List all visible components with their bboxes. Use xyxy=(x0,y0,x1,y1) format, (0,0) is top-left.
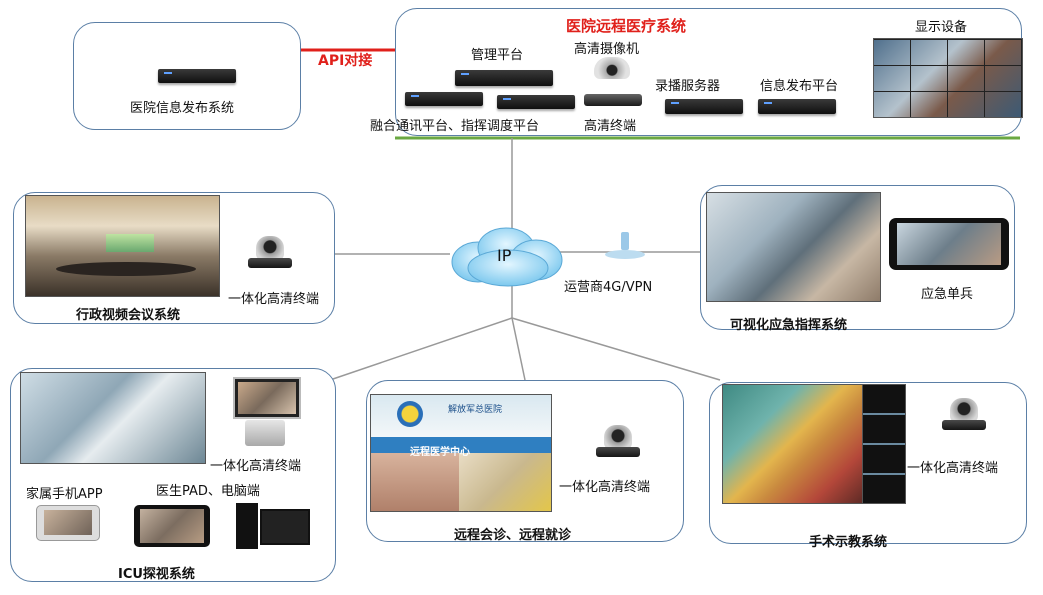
recording-server-label: 录播服务器 xyxy=(655,79,721,94)
doctor-pad-icon xyxy=(134,505,210,547)
doctor-pad-label: 医生PAD、电脑端 xyxy=(156,484,260,499)
surgery-image xyxy=(722,384,864,504)
hd-terminal-icon xyxy=(584,94,642,106)
fusion-platform-label: 融合通讯平台、指挥调度平台 xyxy=(370,119,540,134)
display-wall-image xyxy=(873,38,1023,118)
hospital-system-title: 医院远程医疗系统 xyxy=(566,17,687,35)
display-device-label: 显示设备 xyxy=(915,20,968,35)
icu-title: ICU探视系统 xyxy=(118,567,195,582)
surgery-demo-title: 手术示教系统 xyxy=(809,535,888,550)
family-app-label: 家属手机APP xyxy=(26,487,103,502)
hd-camera-icon xyxy=(594,57,630,79)
remote-consult-banner-top: 解放军总医院 xyxy=(448,405,503,415)
info-release-platform-icon xyxy=(758,99,836,114)
info-release-platform-label: 信息发布平台 xyxy=(760,79,839,94)
icu-terminal-label: 一体化高清终端 xyxy=(210,459,302,474)
api-label: API对接 xyxy=(318,53,373,69)
doctor-pc-icon xyxy=(236,503,310,553)
carrier-network-icon xyxy=(603,232,647,260)
fusion-server-icon-1 xyxy=(405,92,483,106)
recording-server-icon xyxy=(665,99,743,114)
carrier-label: 运营商4G/VPN xyxy=(564,280,653,295)
remote-consult-terminal-label: 一体化高清终端 xyxy=(559,480,651,495)
ip-label: IP xyxy=(497,246,512,265)
surgery-terminal-label: 一体化高清终端 xyxy=(907,461,999,476)
family-phone-icon xyxy=(36,505,100,541)
icu-ward-image xyxy=(20,372,206,464)
remote-consult-image xyxy=(370,394,552,512)
emergency-phone-image xyxy=(889,218,1009,270)
server-icon xyxy=(158,69,236,83)
info-release-system-label: 医院信息发布系统 xyxy=(130,101,235,116)
remote-consult-title: 远程会诊、远程就诊 xyxy=(454,528,572,543)
icu-terminal-screen-image xyxy=(233,377,301,419)
admin-conference-camera-icon xyxy=(248,236,292,268)
emergency-scene-image xyxy=(706,192,881,302)
mgmt-platform-label: 管理平台 xyxy=(471,48,524,63)
conference-room-image xyxy=(25,195,220,297)
surgery-camera-icon xyxy=(942,398,986,430)
remote-consult-banner-mid: 远程医学中心 xyxy=(410,447,470,458)
emergency-command-title: 可视化应急指挥系统 xyxy=(730,318,848,333)
admin-conference-terminal-label: 一体化高清终端 xyxy=(228,292,320,307)
emergency-terminal-label: 应急单兵 xyxy=(921,287,974,302)
ip-cloud-icon xyxy=(451,227,563,287)
hd-terminal-label: 高清终端 xyxy=(584,119,637,134)
surgery-monitor-image xyxy=(862,384,906,504)
remote-consult-camera-icon xyxy=(596,425,640,457)
fusion-server-icon-2 xyxy=(497,95,575,109)
hd-camera-label: 高清摄像机 xyxy=(574,42,640,57)
admin-conference-title: 行政视频会议系统 xyxy=(76,308,181,323)
mgmt-platform-server-icon xyxy=(455,70,553,86)
icu-terminal-stand-icon xyxy=(245,420,285,446)
